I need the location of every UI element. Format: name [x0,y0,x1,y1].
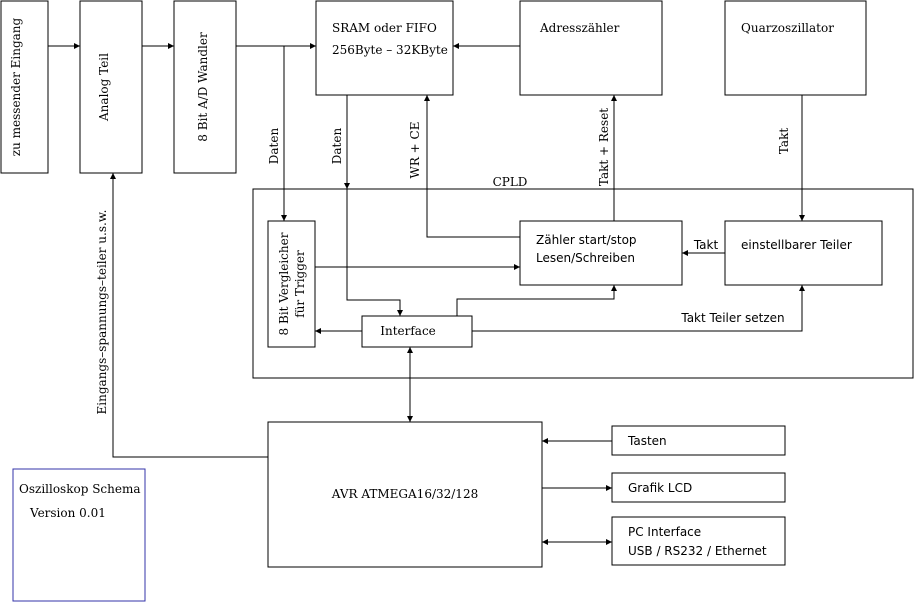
label-takt-mid: Takt [693,238,719,252]
sram-label-2: 256Byte – 32KByte [332,43,448,57]
comparator-label-1: 8 Bit Vergleicher [277,232,291,335]
input-label: zu messender Eingang [9,17,23,156]
cpld-label: CPLD [493,175,528,189]
arrow-wr-ce [424,95,520,238]
counter-label-2: Lesen/Schreiben [536,251,635,265]
interface-block: Interface [361,315,473,348]
lcd-block: Grafik LCD [611,472,786,503]
address-counter-label: Adresszähler [539,21,620,35]
buttons-label: Tasten [627,434,667,448]
analog-label: Analog Teil [97,53,111,122]
sram-block: SRAM oder FIFO 256Byte – 32KByte [315,0,454,96]
arrow-interface-divider [472,285,805,332]
comparator-label-2: für Trigger [293,250,307,318]
lcd-label: Grafik LCD [628,481,692,495]
label-daten-2: Daten [330,128,344,165]
pc-interface-label-1: PC Interface [628,525,701,539]
label-wr-ce: WR + CE [408,122,422,179]
title-label-2: Version 0.01 [29,506,106,520]
pc-interface-block: PC Interface USB / RS232 / Ethernet [611,516,786,566]
label-takt-teiler-setzen: Takt Teiler setzen [680,311,784,325]
divider-label: einstellbarer Teiler [741,238,852,252]
label-daten-1: Daten [267,128,281,165]
adc-label: 8 Bit A/D Wandler [196,32,210,142]
divider-block: einstellbarer Teiler [724,220,883,286]
counter-label-1: Zähler start/stop [536,233,637,247]
label-takt-reset: Takt + Reset [597,108,611,186]
label-eingangs: Eingangs–spannungs–teiler u.s.w. [95,210,109,415]
oscillator-block: Quarzoszillator [724,0,867,96]
arrow-interface-counter [456,285,617,316]
address-counter-block: Adresszähler [519,0,663,96]
arrow-sram-data-interface [346,189,403,316]
adc-block: 8 Bit A/D Wandler [173,0,237,174]
analog-block: Analog Teil [79,0,143,174]
oscillator-label: Quarzoszillator [741,21,834,35]
interface-label: Interface [380,324,436,338]
avr-block: AVR ATMEGA16/32/128 [267,421,543,568]
sram-label-1: SRAM oder FIFO [332,21,437,35]
counter-block: Zähler start/stop Lesen/Schreiben [519,220,683,286]
arrow-avr-analog [110,173,268,458]
buttons-block: Tasten [611,425,786,456]
label-takt-top: Takt [777,128,791,154]
input-block: zu messender Eingang [0,0,49,174]
title-block: Oszilloskop Schema Version 0.01 [12,468,146,602]
pc-interface-label-2: USB / RS232 / Ethernet [628,544,767,558]
avr-label: AVR ATMEGA16/32/128 [331,487,478,501]
title-label-1: Oszilloskop Schema [19,482,141,496]
comparator-block: 8 Bit Vergleicher für Trigger [267,220,316,348]
